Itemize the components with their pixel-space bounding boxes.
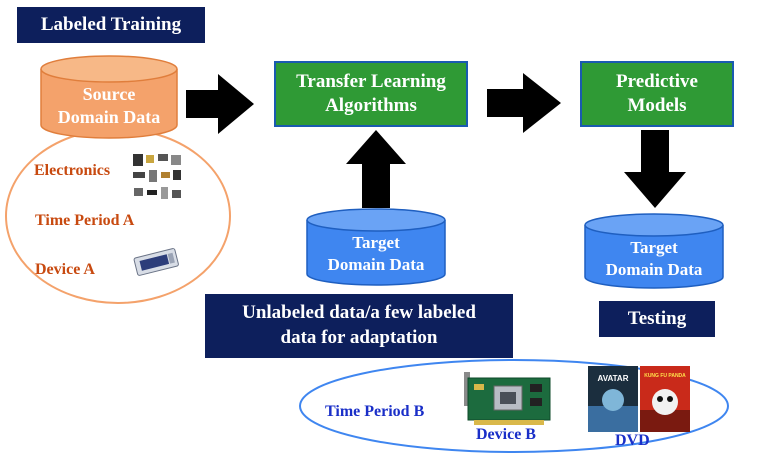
arrow-source-to-transfer [186,74,254,134]
testing-label: Testing [599,301,715,337]
dvd-cover-title-2: KUNG FU PANDA [644,373,686,379]
target-left-line2: Domain Data [327,255,425,275]
transfer-learning-box: Transfer Learning Algorithms [274,61,468,127]
predictive-models-box: Predictive Models [580,61,734,127]
target-item-time-period-b: Time Period B [325,403,425,420]
labeled-training-label: Labeled Training [17,7,205,43]
arrow-transfer-to-predictive [487,73,561,133]
target-right-line1: Target [630,238,678,257]
unlabeled-data-box: Unlabeled data/a few labeled data for ad… [205,294,513,358]
target-domain-ellipse [299,359,729,453]
testing-text: Testing [627,308,687,329]
device-b-icon [464,372,551,425]
source-domain-cylinder: Source Domain Data [40,55,178,139]
electronics-icon [131,152,183,206]
arrow-target-to-transfer [346,130,406,208]
source-item-electronics: Electronics [34,162,111,179]
dvd-cover-icon-2: KUNG FU PANDA [640,366,690,432]
dvd-cover-icon-1: AVATAR [588,366,638,432]
device-a-icon [133,248,179,276]
labeled-training-text: Labeled Training [40,14,182,35]
source-item-device-a: Device A [35,261,95,278]
transfer-line2: Algorithms [325,95,417,116]
predictive-line1: Predictive [616,71,698,93]
target-domain-cylinder-left: Target Domain Data [306,208,446,286]
dvd-cover-title-1: AVATAR [598,374,629,383]
target-right-line2: Domain Data [605,260,703,280]
transfer-line1: Transfer Learning [296,71,446,93]
arrow-predictive-to-testing [624,130,686,208]
source-title-line2: Domain Data [57,107,161,128]
target-left-line1: Target [352,233,400,252]
unlabeled-line2: data for adaptation [280,327,438,348]
source-title-line1: Source [82,84,136,104]
source-item-time-period-a: Time Period A [35,212,135,229]
unlabeled-line1: Unlabeled data/a few labeled [242,302,476,324]
predictive-line2: Models [627,95,687,116]
target-item-device-b: Device B [476,426,536,443]
target-item-dvd: DVD [615,432,650,449]
target-domain-cylinder-right: Target Domain Data [584,213,724,289]
